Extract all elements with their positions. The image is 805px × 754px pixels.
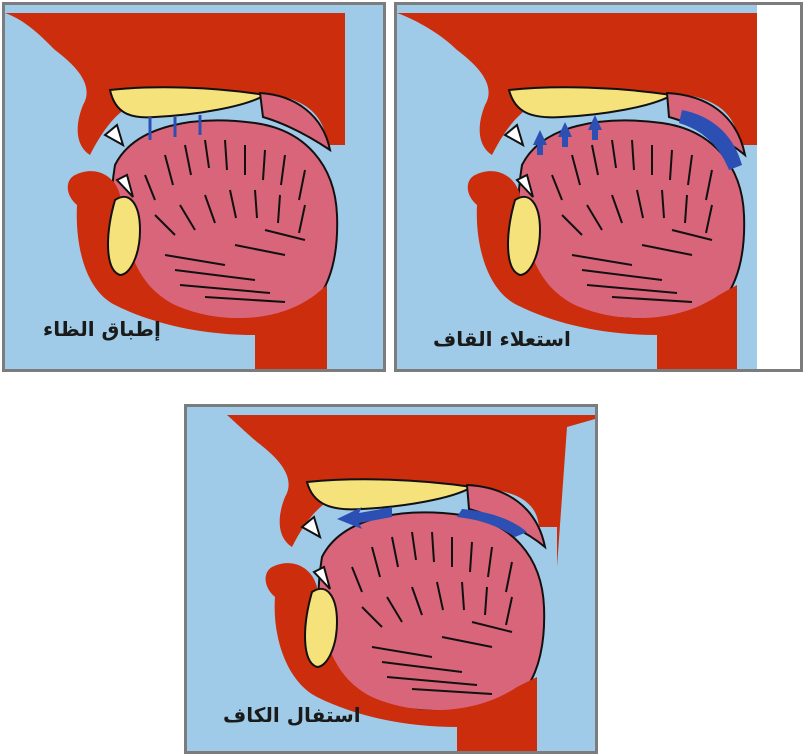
caption: استعلاء القاف: [433, 327, 571, 351]
caption: إطباق الظاء: [43, 317, 161, 341]
mouth-diagram: [5, 5, 383, 369]
mouth-diagram: [187, 407, 595, 751]
caption: استفال الكاف: [223, 703, 361, 727]
panel-istifal: استفال الكاف: [184, 404, 598, 754]
panel-itbaq: إطباق الظاء: [2, 2, 386, 372]
mouth-diagram: [397, 5, 800, 369]
right-white-area: [757, 5, 800, 369]
panel-istila: استعلاء القاف: [394, 2, 803, 372]
